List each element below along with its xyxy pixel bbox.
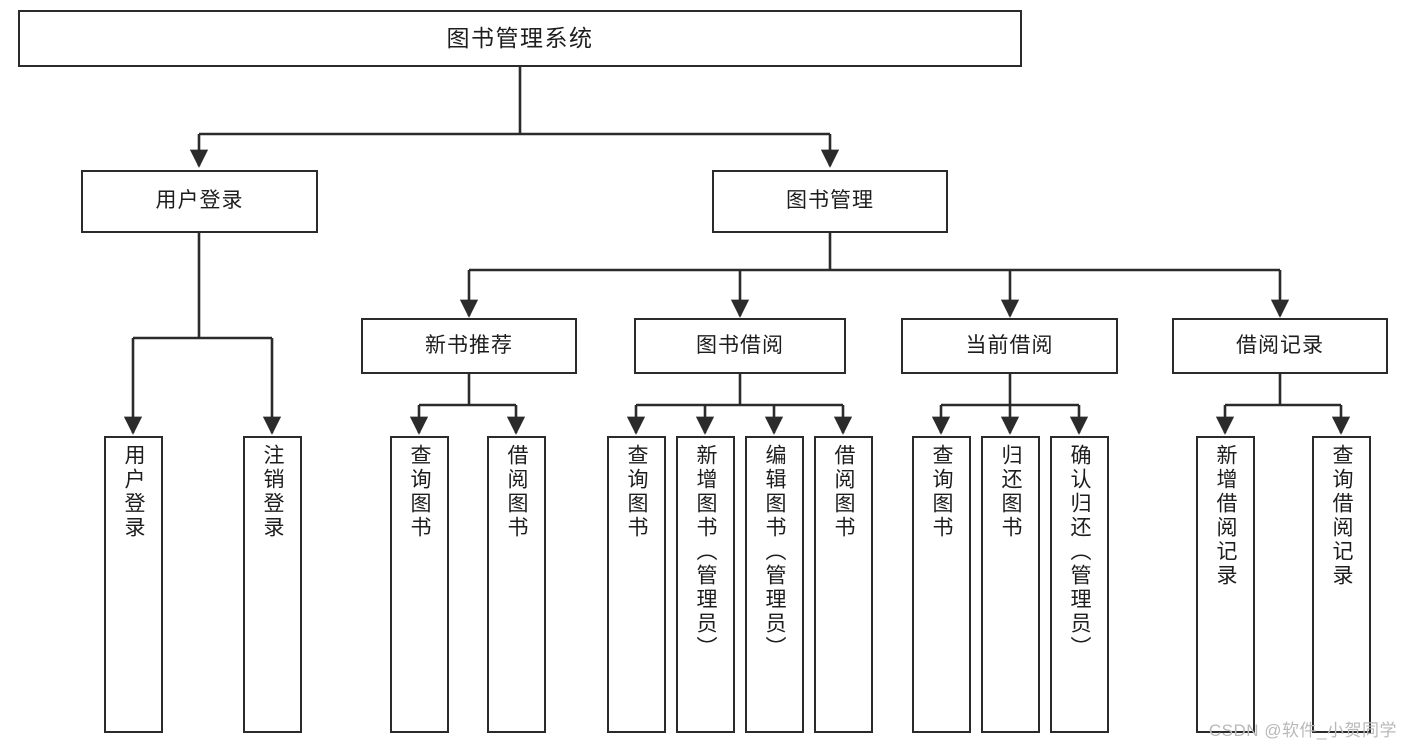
node-label: 注销登录 <box>261 444 284 540</box>
node-label: 查询图书 <box>930 444 953 540</box>
node-label: 查询图书 <box>408 444 431 540</box>
watermark: CSDN @软件_小贺同学 <box>1208 721 1397 740</box>
leaf-borrow-record-query-record[interactable]: 查询借阅记录 <box>1312 436 1371 733</box>
node-label: 查询图书 <box>625 444 648 540</box>
leaf-current-borrow-query-book[interactable]: 查询图书 <box>912 436 971 733</box>
node-label: 图书借阅 <box>696 333 784 357</box>
node-label: 用户登录 <box>122 444 145 540</box>
node-book-management[interactable]: 图书管理 <box>712 170 948 233</box>
node-label: 归还图书 <box>999 444 1022 540</box>
leaf-user-login-login[interactable]: 用户登录 <box>104 436 163 733</box>
node-label: 确认归还（管理员） <box>1068 444 1091 660</box>
leaf-book-borrow-add-book-admin[interactable]: 新增图书（管理员） <box>676 436 735 733</box>
node-label: 编辑图书（管理员） <box>763 444 786 660</box>
node-label: 借阅图书 <box>832 444 855 540</box>
node-label: 新增借阅记录 <box>1214 444 1237 588</box>
node-user-login[interactable]: 用户登录 <box>81 170 318 233</box>
node-label: 借阅图书 <box>505 444 528 540</box>
node-label: 新书推荐 <box>425 333 513 357</box>
node-label: 图书管理系统 <box>446 24 594 51</box>
node-label: 用户登录 <box>155 189 244 213</box>
leaf-new-book-query-book[interactable]: 查询图书 <box>390 436 449 733</box>
node-label: 查询借阅记录 <box>1330 444 1353 588</box>
node-book-borrowing[interactable]: 图书借阅 <box>634 318 846 374</box>
node-label: 借阅记录 <box>1236 333 1324 357</box>
leaf-current-borrow-confirm-return-admin[interactable]: 确认归还（管理员） <box>1050 436 1109 733</box>
leaf-new-book-borrow-book[interactable]: 借阅图书 <box>487 436 546 733</box>
node-current-borrowing[interactable]: 当前借阅 <box>901 318 1118 374</box>
leaf-book-borrow-borrow-book[interactable]: 借阅图书 <box>814 436 873 733</box>
leaf-current-borrow-return-book[interactable]: 归还图书 <box>981 436 1040 733</box>
node-label: 新增图书（管理员） <box>694 444 717 660</box>
node-label: 当前借阅 <box>965 333 1054 357</box>
leaf-book-borrow-query-book[interactable]: 查询图书 <box>607 436 666 733</box>
node-label: 图书管理 <box>786 189 874 213</box>
node-root-library-management-system[interactable]: 图书管理系统 <box>18 10 1022 67</box>
node-borrowing-records[interactable]: 借阅记录 <box>1172 318 1388 374</box>
node-new-book-recommendation[interactable]: 新书推荐 <box>361 318 577 374</box>
leaf-book-borrow-edit-book-admin[interactable]: 编辑图书（管理员） <box>745 436 804 733</box>
leaf-borrow-record-add-record[interactable]: 新增借阅记录 <box>1196 436 1255 733</box>
leaf-user-login-logout[interactable]: 注销登录 <box>243 436 302 733</box>
